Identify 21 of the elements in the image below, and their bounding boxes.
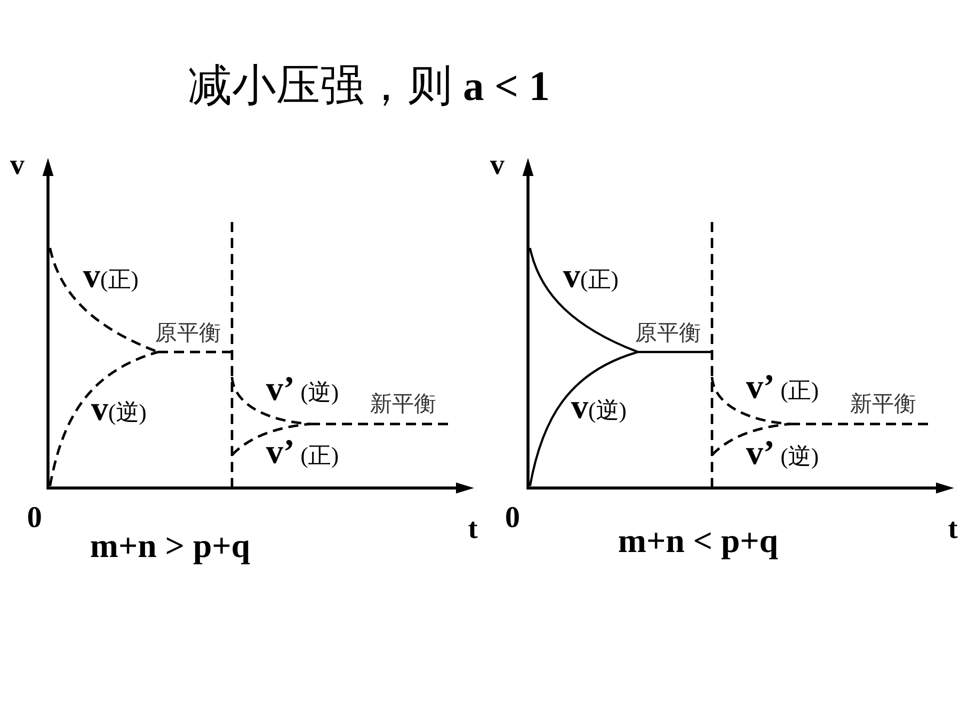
condition-label: m+n < p+q [618, 525, 778, 559]
origin-label: 0 [505, 503, 520, 533]
title: 减小压强，则 a < 1 [188, 64, 550, 108]
axis-label: v [10, 151, 24, 180]
curve-label: v’ (正) [746, 370, 819, 404]
equilibrium-label: 新平衡 [850, 393, 916, 415]
curve-label: v’ (正) [266, 435, 339, 470]
equilibrium-label: 原平衡 [155, 322, 221, 344]
curve-label: v(正) [83, 259, 139, 294]
curve-label: v(逆) [91, 392, 147, 426]
equilibrium-label: 原平衡 [635, 322, 701, 344]
curve-label: v’ (逆) [266, 372, 339, 406]
curve-label: v(正) [563, 259, 619, 294]
axis-label: t [948, 515, 958, 544]
axis-label: t [468, 515, 478, 544]
curve-label: v(逆) [571, 390, 627, 424]
condition-label: m+n > p+q [90, 530, 250, 564]
axis-label: v [490, 151, 504, 180]
origin-label: 0 [27, 503, 42, 533]
curve-label: v’ (逆) [746, 436, 819, 470]
equilibrium-label: 新平衡 [370, 393, 436, 415]
